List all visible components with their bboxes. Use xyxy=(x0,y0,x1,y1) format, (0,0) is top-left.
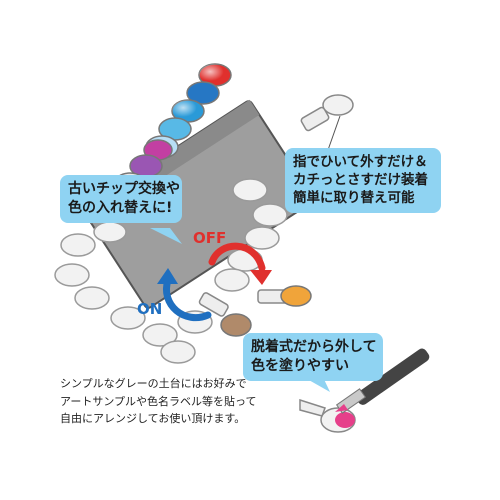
caption-line-2: アートサンプルや色名ラベル等を貼って xyxy=(60,394,257,408)
held-tip-top-right xyxy=(300,94,354,151)
removable-line-2: 色を塗りやすい xyxy=(251,357,349,374)
bubble-tip-exchange-pointer xyxy=(150,228,182,244)
off-arrow-head xyxy=(250,270,272,285)
easy-attach-line-1: 指でひいて外すだけ＆ xyxy=(293,154,428,170)
detached-tip-orange xyxy=(257,285,312,307)
removable-line-1: 脱着式だから外して xyxy=(251,339,377,355)
caption-text: シンプルなグレーの土台にはお好みで アートサンプルや色名ラベル等を貼って 自由に… xyxy=(60,375,256,428)
removable-bubble: 脱着式だから外して 色を塗りやすい xyxy=(243,333,383,381)
detached-tip-brown xyxy=(198,292,252,337)
easy-attach-bubble: 指でひいて外すだけ＆ カチっとさすだけ装着 簡単に取り替え可能 xyxy=(285,148,441,213)
caption-line-3: 自由にアレンジしてお使い頂けます。 xyxy=(60,412,246,426)
tip-exchange-bubble: 古いチップ交換や 色の入れ替えに! xyxy=(60,175,182,223)
easy-attach-line-2: カチっとさすだけ装着 xyxy=(293,172,428,189)
caption-line-1: シンプルなグレーの土台にはお好みで xyxy=(60,377,247,390)
tip-exchange-line-2: 色の入れ替えに! xyxy=(68,199,173,216)
on-arrow xyxy=(163,276,212,322)
brush-painting-tip xyxy=(299,348,430,433)
off-label: OFF xyxy=(193,229,227,247)
on-arrow-head xyxy=(157,268,178,284)
tip-exchange-line-1: 古いチップ交換や xyxy=(68,181,180,197)
off-arrow xyxy=(208,242,266,272)
easy-attach-line-3: 簡単に取り替え可能 xyxy=(293,190,415,207)
on-label: ON xyxy=(137,300,163,318)
